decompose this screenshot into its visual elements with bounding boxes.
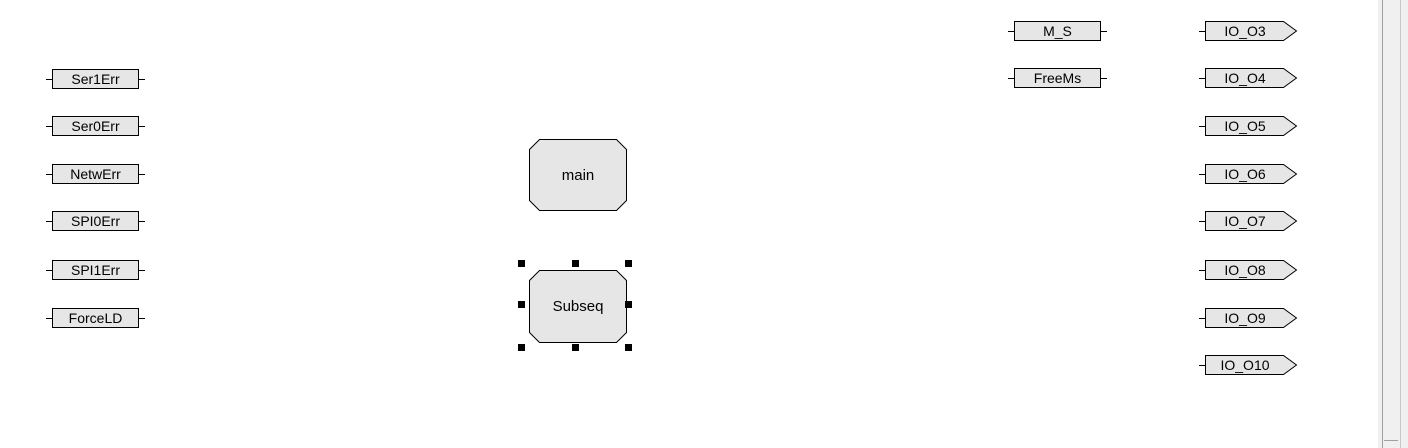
signal-lead bbox=[1199, 126, 1206, 127]
output-label: IO_O8 bbox=[1224, 262, 1266, 278]
signal-lead bbox=[46, 174, 53, 175]
output-label: IO_O6 bbox=[1224, 166, 1266, 182]
output-arrow-shape bbox=[1205, 164, 1298, 184]
selection-handle-middle-left[interactable] bbox=[518, 301, 525, 308]
output-arrow-shape bbox=[1205, 68, 1298, 88]
signal-lead bbox=[1199, 78, 1206, 79]
signal-lead bbox=[1199, 174, 1206, 175]
signal-ser1err[interactable]: Ser1Err bbox=[46, 69, 145, 89]
selection-handle-top-right[interactable] bbox=[625, 260, 632, 267]
output-arrow-shape bbox=[1205, 355, 1298, 375]
output-label: IO_O4 bbox=[1224, 70, 1266, 86]
signal-lead bbox=[1199, 221, 1206, 222]
signal-lead bbox=[1008, 31, 1015, 32]
output-io-o5[interactable]: IO_O5 bbox=[1199, 116, 1299, 136]
signal-lead bbox=[1199, 318, 1206, 319]
output-io-o9[interactable]: IO_O9 bbox=[1199, 308, 1299, 328]
signal-netwerr[interactable]: NetwErr bbox=[46, 164, 145, 184]
vertical-scrollbar[interactable] bbox=[1378, 0, 1408, 448]
signal-lead bbox=[138, 318, 145, 319]
output-io-o4[interactable]: IO_O4 bbox=[1199, 68, 1299, 88]
signal-forceld[interactable]: ForceLD bbox=[46, 308, 145, 328]
signal-label: FreeMs bbox=[1014, 68, 1101, 88]
output-io-o7[interactable]: IO_O7 bbox=[1199, 211, 1299, 231]
signal-label: NetwErr bbox=[52, 164, 139, 184]
output-label: IO_O10 bbox=[1220, 357, 1270, 373]
octagon-shape bbox=[529, 139, 627, 211]
signal-spi1err[interactable]: SPI1Err bbox=[46, 260, 145, 280]
output-arrow-shape bbox=[1205, 211, 1298, 231]
signal-ser0err[interactable]: Ser0Err bbox=[46, 116, 145, 136]
signal-label: Ser1Err bbox=[52, 69, 139, 89]
output-io-o6[interactable]: IO_O6 bbox=[1199, 164, 1299, 184]
block-subseq[interactable]: Subseq bbox=[529, 270, 627, 343]
signal-label: SPI0Err bbox=[52, 211, 139, 231]
signal-lead bbox=[138, 126, 145, 127]
signal-lead bbox=[1008, 78, 1015, 79]
output-arrow-shape bbox=[1205, 116, 1298, 136]
selection-handle-bottom-right[interactable] bbox=[625, 344, 632, 351]
block-main[interactable]: main bbox=[529, 139, 627, 211]
output-label: IO_O3 bbox=[1224, 23, 1266, 39]
output-label: IO_O7 bbox=[1224, 213, 1266, 229]
output-label: IO_O9 bbox=[1224, 310, 1266, 326]
signal-lead bbox=[46, 221, 53, 222]
signal-lead bbox=[138, 221, 145, 222]
signal-label: Ser0Err bbox=[52, 116, 139, 136]
signal-lead bbox=[1199, 270, 1206, 271]
signal-m-s[interactable]: M_S bbox=[1008, 21, 1107, 41]
output-arrow-shape bbox=[1205, 21, 1298, 41]
output-arrow-shape bbox=[1205, 260, 1298, 280]
signal-freems[interactable]: FreeMs bbox=[1008, 68, 1107, 88]
scrollbar-border bbox=[1382, 0, 1383, 448]
output-label: IO_O5 bbox=[1224, 118, 1266, 134]
signal-lead bbox=[46, 126, 53, 127]
diagram-canvas[interactable]: Ser1Err Ser0Err NetwErr SPI0Err SPI1Err … bbox=[0, 0, 1378, 448]
signal-lead bbox=[138, 174, 145, 175]
output-arrow-shape bbox=[1205, 308, 1298, 328]
signal-lead bbox=[138, 79, 145, 80]
selection-handle-bottom-center[interactable] bbox=[572, 344, 579, 351]
selection-handle-top-center[interactable] bbox=[572, 260, 579, 267]
selection-handle-middle-right[interactable] bbox=[625, 301, 632, 308]
signal-lead bbox=[1100, 31, 1107, 32]
scrollbar-thumb-edge bbox=[1384, 440, 1398, 441]
signal-lead bbox=[1199, 365, 1206, 366]
signal-lead bbox=[1100, 78, 1107, 79]
signal-label: SPI1Err bbox=[52, 260, 139, 280]
signal-label: M_S bbox=[1014, 21, 1101, 41]
output-io-o10[interactable]: IO_O10 bbox=[1199, 355, 1299, 375]
selection-handle-top-left[interactable] bbox=[518, 260, 525, 267]
signal-lead bbox=[46, 270, 53, 271]
block-label: Subseq bbox=[552, 298, 604, 315]
octagon-shape bbox=[529, 270, 627, 343]
block-label: main bbox=[561, 166, 595, 184]
signal-label: ForceLD bbox=[52, 308, 139, 328]
signal-lead bbox=[1199, 31, 1206, 32]
signal-spi0err[interactable]: SPI0Err bbox=[46, 211, 145, 231]
output-io-o8[interactable]: IO_O8 bbox=[1199, 260, 1299, 280]
signal-lead bbox=[138, 270, 145, 271]
selection-handle-bottom-left[interactable] bbox=[518, 344, 525, 351]
output-io-o3[interactable]: IO_O3 bbox=[1199, 21, 1299, 41]
signal-lead bbox=[46, 79, 53, 80]
signal-lead bbox=[46, 318, 53, 319]
scrollbar-track-edge bbox=[1400, 0, 1401, 448]
